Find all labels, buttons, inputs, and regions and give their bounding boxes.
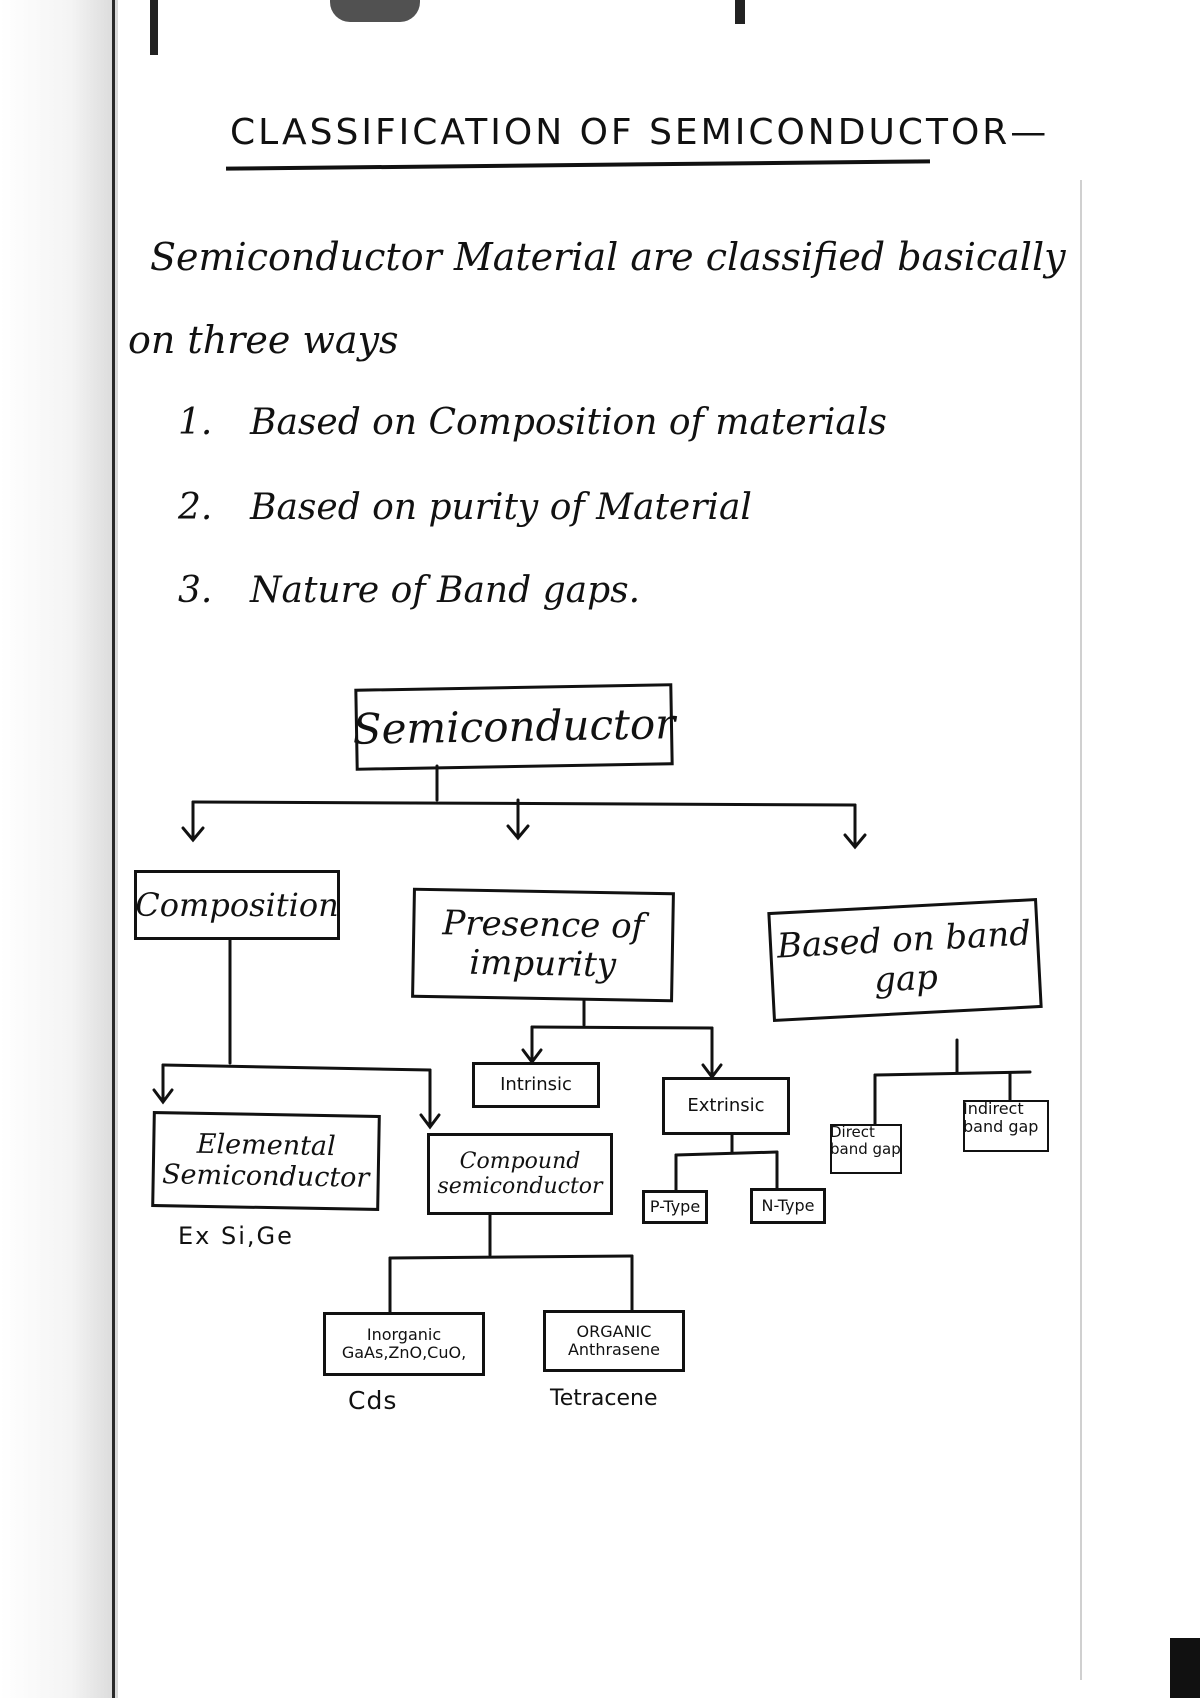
- page-left-edge: [0, 0, 118, 1698]
- ptype-node: P-Type: [642, 1190, 708, 1224]
- list-item: 3. Nature of Band gaps.: [178, 570, 640, 611]
- impurity-node: Presence of impurity: [411, 887, 675, 1003]
- indirect-node-border: [963, 1100, 1049, 1152]
- elemental-example: Ex Si,Ge: [178, 1222, 294, 1250]
- direct-node: Direct band gap: [830, 1123, 901, 1159]
- direct-node-border: [830, 1124, 902, 1174]
- composition-node: Composition: [134, 870, 340, 940]
- list-text: Based on purity of Material: [250, 487, 752, 528]
- list-item: 2. Based on purity of Material: [178, 487, 752, 528]
- binder-shadow: [150, 0, 158, 55]
- bandgap-node: Based on band gap: [767, 898, 1043, 1022]
- list-number: 1.: [178, 402, 213, 443]
- elemental-node: Elemental Semiconductor: [151, 1111, 381, 1211]
- page-title: CLASSIFICATION OF SEMICONDUCTOR—: [230, 112, 1050, 153]
- binder-shadow: [330, 0, 420, 22]
- extrinsic-node: Extrinsic: [662, 1077, 790, 1135]
- list-number: 2.: [178, 487, 213, 528]
- page-margin-line: [1080, 180, 1082, 1680]
- intro-line-2: on three ways: [128, 318, 399, 362]
- intrinsic-node: Intrinsic: [472, 1062, 600, 1108]
- ntype-node: N-Type: [750, 1188, 826, 1224]
- list-text: Nature of Band gaps.: [250, 570, 641, 611]
- intro-line-1: Semiconductor Material are classified ba…: [150, 235, 1066, 279]
- indirect-node: Indirect band gap: [963, 1099, 1039, 1137]
- list-item: 1. Based on Composition of materials: [178, 402, 887, 443]
- binder-shadow: [735, 0, 745, 24]
- inorganic-example: Cds: [348, 1386, 398, 1415]
- organic-example: Tetracene: [550, 1386, 658, 1411]
- list-number: 3.: [178, 570, 213, 611]
- list-text: Based on Composition of materials: [250, 402, 887, 443]
- organic-node: ORGANIC Anthrasene: [543, 1310, 685, 1372]
- inorganic-node: Inorganic GaAs,ZnO,CuO,: [323, 1312, 485, 1376]
- compound-node: Compound semiconductor: [427, 1133, 613, 1215]
- root-node: Semiconductor: [352, 683, 676, 771]
- page-corner-shadow: [1170, 1638, 1200, 1698]
